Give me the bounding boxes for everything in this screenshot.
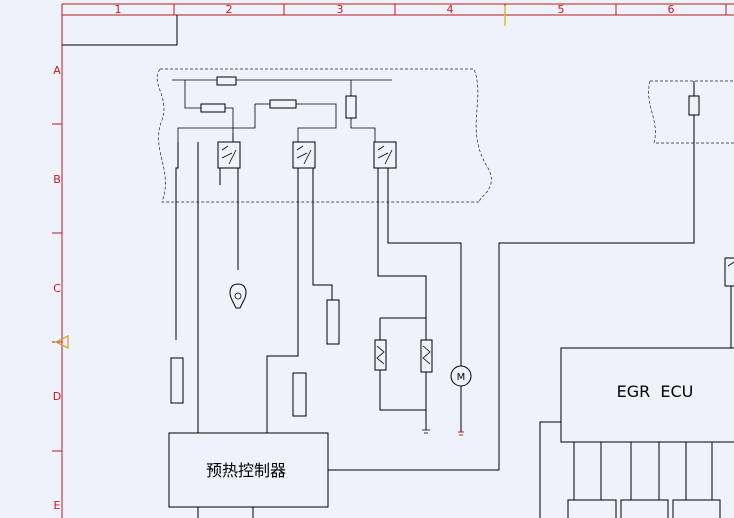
relay-right-edge bbox=[724, 257, 734, 348]
col-label-1: 1 bbox=[115, 3, 122, 16]
relay-2 bbox=[292, 141, 316, 169]
fuse-f5 bbox=[688, 95, 700, 116]
row-label-a: A bbox=[53, 64, 61, 77]
sensor-upper bbox=[326, 299, 340, 345]
fuse-box-wiring bbox=[172, 76, 392, 142]
center-marker-icon bbox=[54, 335, 69, 349]
row-label-c: C bbox=[53, 282, 61, 295]
egr-ecu-box bbox=[560, 347, 734, 443]
controller-label: 预热控制器 bbox=[206, 461, 286, 480]
svg-text:M: M bbox=[457, 372, 466, 383]
relay-1 bbox=[217, 133, 241, 169]
fuse-box-outline bbox=[156, 68, 492, 203]
preheat-controller-box bbox=[168, 432, 329, 508]
col-label-6: 6 bbox=[668, 3, 675, 16]
egr-ecu-pins bbox=[567, 442, 721, 518]
egr-motor-icon: M bbox=[450, 365, 472, 387]
row-label-e: E bbox=[54, 499, 61, 512]
col-label-3: 3 bbox=[337, 3, 344, 16]
heater-plug-2 bbox=[420, 339, 433, 373]
glow-indicator-icon bbox=[229, 283, 247, 309]
col-label-5: 5 bbox=[558, 3, 565, 16]
row-label-b: B bbox=[53, 173, 61, 186]
relay-3 bbox=[373, 141, 397, 169]
heater-plug-1 bbox=[374, 339, 387, 371]
title-block bbox=[62, 15, 178, 46]
sensor-mid bbox=[292, 372, 307, 417]
row-label-d: D bbox=[53, 390, 61, 403]
harness-wires bbox=[175, 81, 695, 518]
egr-ecu-label: EGR ECU bbox=[617, 382, 694, 401]
fuse-f3 bbox=[269, 99, 297, 109]
fuse-f4 bbox=[345, 95, 357, 119]
col-label-2: 2 bbox=[226, 3, 233, 16]
ground-icon bbox=[422, 429, 464, 436]
fuse-f2 bbox=[200, 103, 226, 113]
col-label-4: 4 bbox=[447, 3, 454, 16]
sensor-left bbox=[170, 357, 184, 404]
fuse-f1 bbox=[216, 76, 237, 86]
fuse-box-outline-right bbox=[648, 80, 734, 144]
